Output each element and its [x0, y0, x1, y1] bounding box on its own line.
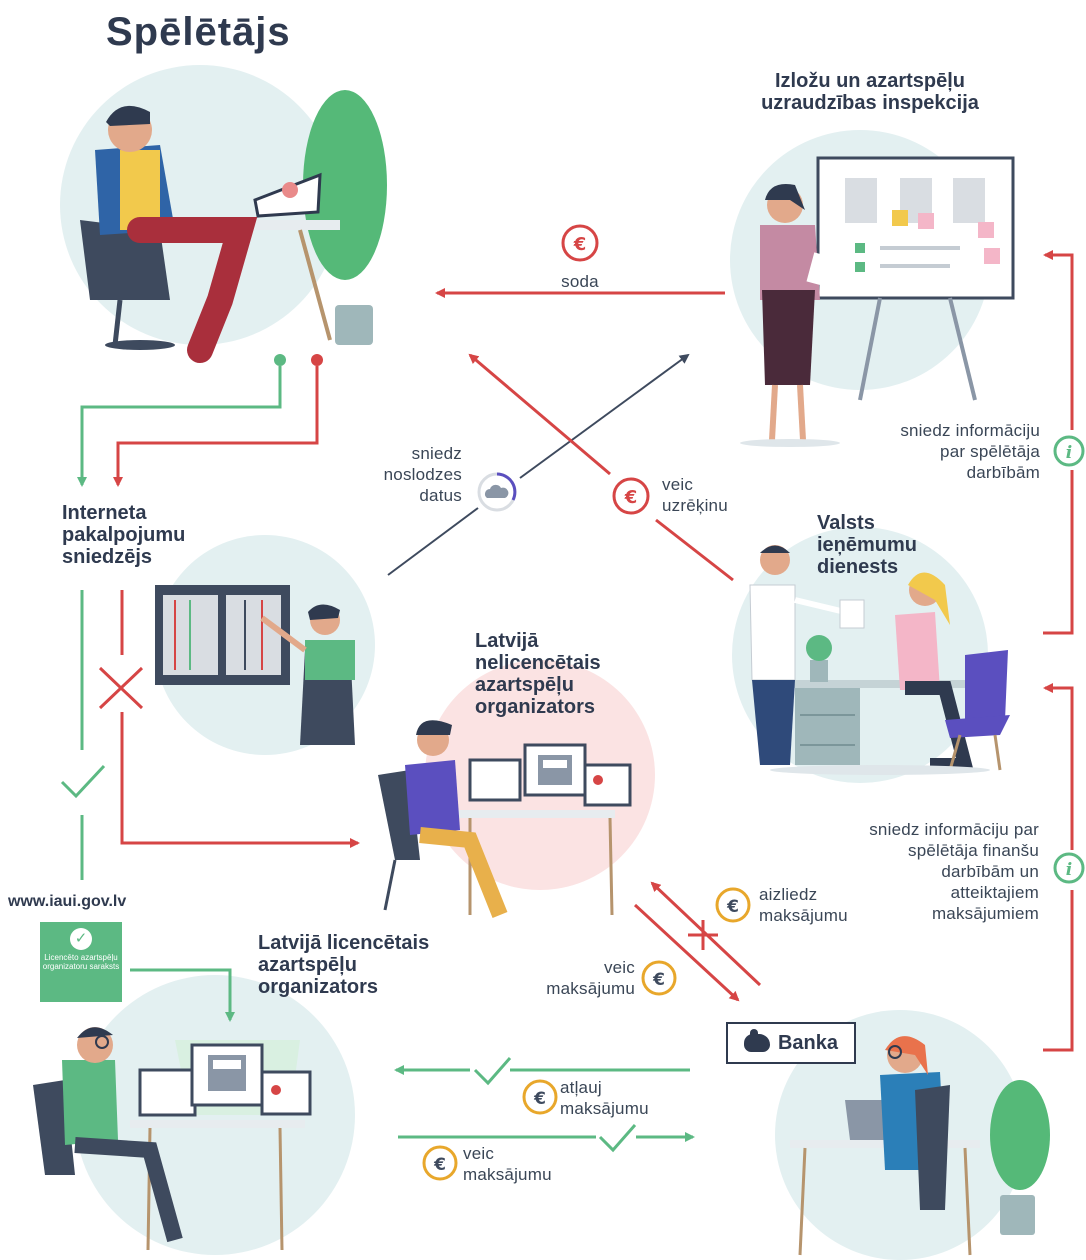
vid-to-inspection-info-line-upper — [1043, 250, 1074, 430]
make-payment-unlicensed-arrow — [633, 903, 740, 1002]
unlicensed-organizer-title: Latvijā nelicencētais azartspēļu organiz… — [475, 630, 601, 718]
bank-illustration — [790, 1036, 1050, 1256]
website-link[interactable]: www.iaui.gov.lv — [8, 893, 127, 910]
player-to-isp-green-line — [77, 366, 282, 487]
svg-text:€: € — [652, 970, 665, 990]
fines-label: soda — [561, 272, 599, 291]
invoice-line-upper — [468, 353, 611, 476]
licensed-organizer-title: Latvijā licencētais azartspēļu organizat… — [258, 932, 430, 998]
badge-label: Licencēto azartspēļu organizatoru saraks… — [42, 953, 120, 971]
unlicensed-organizer-illustration — [378, 720, 632, 918]
licensed-list-badge[interactable]: ✓ Licencēto azartspēļu organizatoru sara… — [40, 922, 122, 1002]
info-icon: i — [1053, 852, 1085, 884]
check-icon — [60, 764, 106, 799]
bank-node: Banka — [726, 1022, 856, 1064]
isp-title: Interneta pakalpojumu sniedzējs — [62, 502, 186, 568]
isp-data-line-lower — [387, 507, 479, 576]
ip-data-label: sniedz noslodzes datus — [383, 444, 462, 505]
vid-title: Valsts ieņēmumu dienests — [817, 512, 918, 578]
page-title: Spēlētājs — [106, 10, 291, 54]
piggy-bank-icon — [743, 1029, 770, 1052]
euro-icon: € — [612, 477, 650, 515]
euro-icon: € — [561, 224, 599, 262]
player-red-connector-dot — [311, 354, 323, 366]
euro-icon: € — [422, 1145, 458, 1181]
allow-check-icon — [473, 1057, 512, 1086]
isp-illustration — [155, 585, 355, 745]
cross-icon — [98, 666, 144, 710]
invoice-label: veic uzrēķinu — [662, 475, 728, 515]
svg-text:€: € — [573, 234, 587, 255]
euro-icon: € — [522, 1079, 558, 1115]
svg-text:i: i — [1066, 860, 1072, 880]
svg-text:€: € — [533, 1089, 546, 1109]
inspection-title: Izložu un azartspēļu uzraudzības inspekc… — [761, 70, 979, 114]
svg-text:€: € — [433, 1155, 446, 1175]
svg-text:€: € — [726, 897, 739, 917]
allow-payment-label: atļauj maksājumu — [560, 1078, 649, 1118]
badge-to-licensed-line — [130, 968, 235, 1022]
player-to-isp-red-line — [113, 366, 319, 487]
invoice-line-lower — [655, 518, 734, 582]
isp-data-line-upper — [519, 353, 690, 479]
inspection-illustration — [740, 156, 1015, 447]
activities-info-label: sniedz informāciju par spēlētāja darbībā… — [900, 421, 1040, 482]
licensed-organizer-illustration — [33, 1027, 312, 1251]
make-payment-unlicensed-label: veic maksājumu — [546, 958, 635, 998]
svg-text:€: € — [624, 487, 638, 508]
blocked-cross-icon — [688, 920, 718, 950]
player-illustration — [80, 90, 387, 363]
badge-check-icon: ✓ — [70, 928, 92, 950]
bank-label: Banka — [777, 1031, 839, 1054]
vid-to-inspection-info-line-lower — [1043, 470, 1074, 635]
vid-illustration — [749, 545, 1010, 775]
info-icon: i — [1053, 435, 1085, 467]
svg-text:i: i — [1066, 443, 1072, 463]
bank-to-vid-info-line-upper — [1043, 683, 1074, 850]
isp-to-unlicensed-red-line — [120, 712, 360, 848]
pay-check-icon — [598, 1124, 637, 1153]
cloud-progress-icon — [477, 472, 517, 512]
euro-icon: € — [641, 960, 677, 996]
player-green-connector-dot — [274, 354, 286, 366]
make-payment-licensed-label: veic maksājumu — [463, 1144, 552, 1184]
finance-info-label: sniedz informāciju par spēlētāja finanšu… — [869, 820, 1039, 923]
bank-to-vid-info-line-lower — [1043, 890, 1074, 1052]
euro-icon: € — [715, 887, 751, 923]
deny-payment-label: aizliedz maksājumu — [759, 885, 848, 925]
